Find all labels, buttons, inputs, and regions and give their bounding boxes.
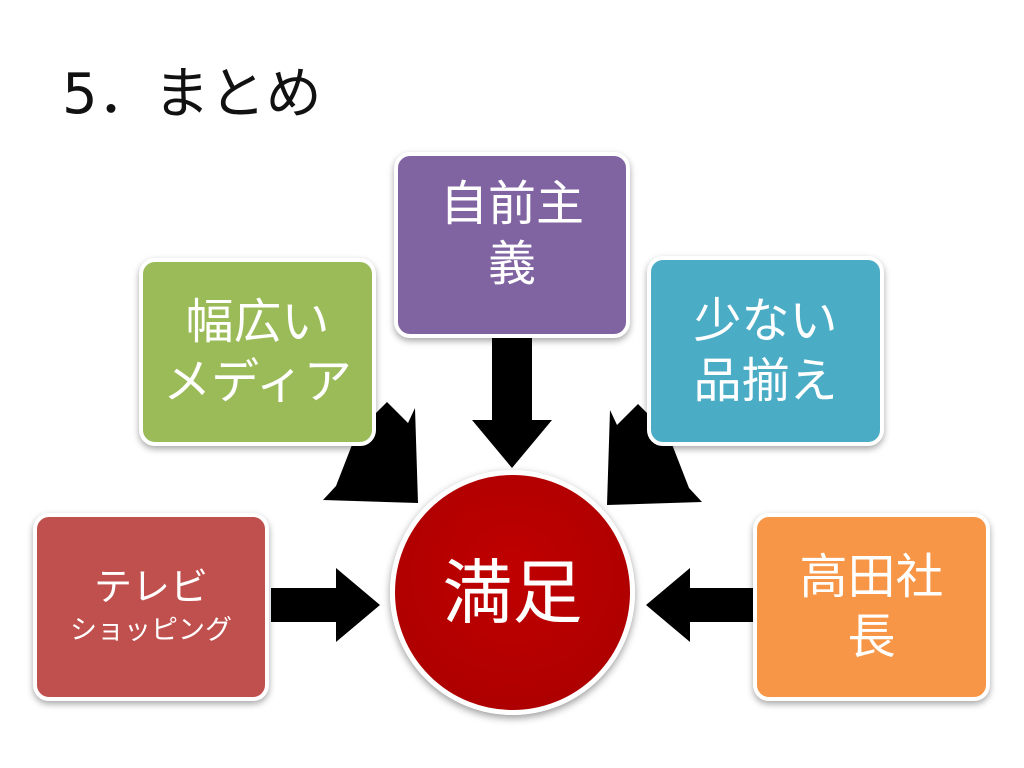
box-president-takata-line-2: 長: [847, 609, 896, 665]
arrow-from-left: [271, 568, 380, 642]
box-wide-media-text: 幅広い メディア: [163, 292, 352, 412]
box-wide-media: 幅広い メディア: [139, 258, 376, 446]
arrow-from-right: [646, 568, 753, 642]
box-tv-shopping-text: テレビ ショッピング: [70, 563, 232, 651]
box-few-products: 少ない 品揃え: [647, 256, 884, 446]
box-self-reliance-line-1: 自前主: [439, 176, 584, 232]
box-tv-shopping: テレビ ショッピング: [33, 513, 269, 701]
box-few-products-line-1: 少ない: [693, 293, 838, 349]
box-president-takata-text: 高田社 長: [799, 547, 943, 667]
box-wide-media-line-2: メディア: [163, 354, 352, 410]
box-self-reliance-text: 自前主 義: [440, 174, 584, 294]
box-tv-shopping-line-1: テレビ: [93, 565, 208, 609]
arrow-from-upper-right: [607, 404, 702, 505]
box-few-products-line-2: 品揃え: [693, 353, 838, 409]
box-president-takata: 高田社 長: [753, 513, 990, 701]
box-tv-shopping-line-2: ショッピング: [70, 615, 232, 646]
hub-satisfaction: 満足: [390, 470, 635, 715]
box-few-products-text: 少ない 品揃え: [693, 291, 837, 411]
arrow-from-top: [472, 338, 552, 468]
slide-title: 5．まとめ: [62, 62, 322, 127]
box-president-takata-line-1: 高田社: [799, 549, 944, 605]
box-self-reliance: 自前主 義: [394, 152, 630, 338]
box-wide-media-line-1: 幅広い: [185, 294, 330, 350]
hub-satisfaction-label: 満足: [442, 551, 583, 634]
arrow-from-upper-left: [323, 402, 418, 503]
box-self-reliance-line-2: 義: [487, 236, 536, 292]
